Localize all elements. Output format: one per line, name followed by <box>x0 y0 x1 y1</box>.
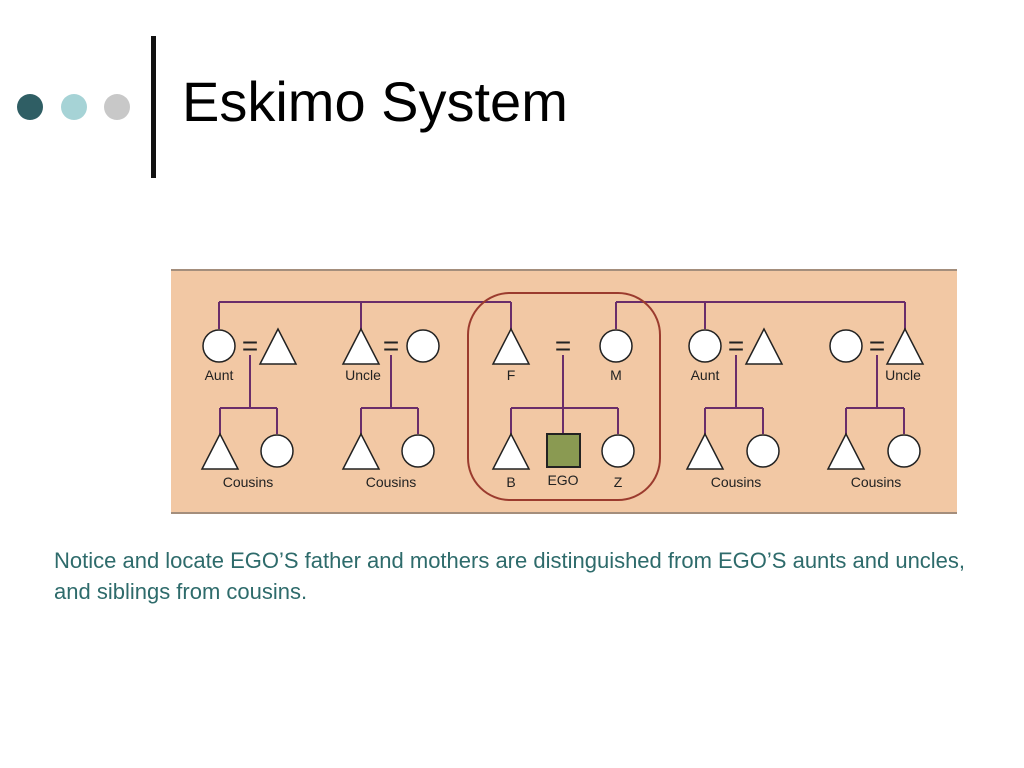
label-cousins-4: Cousins <box>851 474 902 490</box>
aunt-circle-symbol <box>202 329 236 363</box>
decor-dot-gray <box>104 94 130 120</box>
marriage-sign: = <box>383 330 399 361</box>
slide-title: Eskimo System <box>182 70 568 133</box>
label-aunt: Aunt <box>205 367 234 383</box>
title-divider <box>151 36 156 178</box>
nuclear-family-highlight <box>467 292 661 501</box>
sister-circle-symbol <box>601 434 635 468</box>
decor-dot-light <box>61 94 87 120</box>
cousin-circle-symbol-2 <box>401 434 435 468</box>
cousin-triangle-symbol <box>200 432 240 470</box>
cousin-triangle-symbol-2 <box>341 432 381 470</box>
mother-circle-symbol <box>599 329 633 363</box>
label-uncle: Uncle <box>345 367 381 383</box>
label-cousins-2: Cousins <box>366 474 417 490</box>
label-uncle-2: Uncle <box>885 367 921 383</box>
brother-triangle-symbol <box>491 432 531 470</box>
marriage-sign: = <box>242 330 258 361</box>
aunt-spouse-triangle-symbol <box>258 327 298 365</box>
label-sister: Z <box>614 474 623 490</box>
cousin-circle-symbol-4 <box>887 434 921 468</box>
cousin-circle-symbol <box>260 434 294 468</box>
aunt-circle-symbol-2 <box>688 329 722 363</box>
label-mother: M <box>610 367 622 383</box>
cousin-triangle-symbol-4 <box>826 432 866 470</box>
uncle-spouse-circle-symbol <box>406 329 440 363</box>
label-ego: EGO <box>547 472 578 488</box>
uncle-triangle-symbol <box>341 327 381 365</box>
label-brother: B <box>506 474 515 490</box>
slide-caption: Notice and locate EGO’S father and mothe… <box>54 548 966 604</box>
marriage-sign: = <box>728 330 744 361</box>
cousin-triangle-symbol-3 <box>685 432 725 470</box>
label-father: F <box>507 367 516 383</box>
label-cousins: Cousins <box>223 474 274 490</box>
ego-square-symbol <box>546 433 581 468</box>
kin-symbols <box>200 327 925 470</box>
kinship-diagram: = = = = = Aunt Uncle F M Aunt Uncle Cous… <box>171 269 957 514</box>
label-cousins-3: Cousins <box>711 474 762 490</box>
uncle-triangle-symbol-2 <box>885 327 925 365</box>
marriage-sign: = <box>869 330 885 361</box>
descent-lines <box>218 301 906 434</box>
uncle-spouse-circle-symbol-2 <box>829 329 863 363</box>
cousin-circle-symbol-3 <box>746 434 780 468</box>
label-aunt-2: Aunt <box>691 367 720 383</box>
father-triangle-symbol <box>491 327 531 365</box>
aunt-spouse-triangle-symbol-2 <box>744 327 784 365</box>
decor-dot-dark <box>17 94 43 120</box>
marriage-sign: = <box>555 330 571 361</box>
